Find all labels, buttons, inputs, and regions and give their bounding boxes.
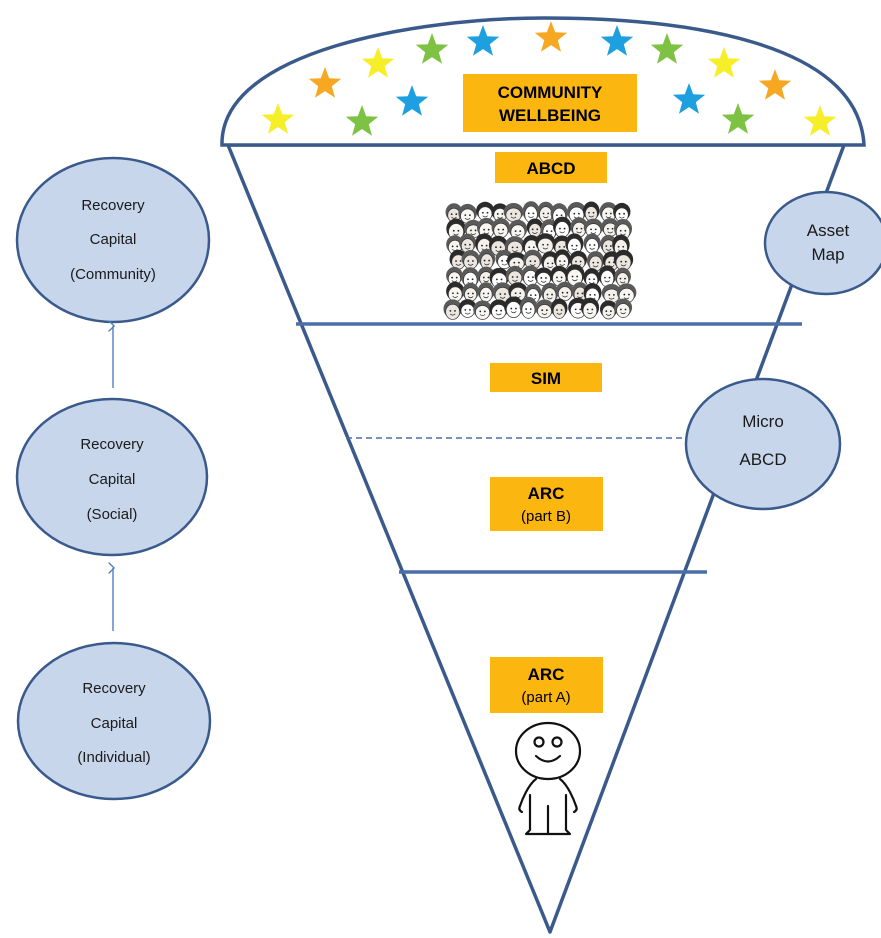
crowd-face <box>613 249 634 271</box>
crowd-face <box>443 299 462 320</box>
crowd-face <box>462 282 479 302</box>
circle-community-line1: Recovery <box>81 197 145 214</box>
crowd-face <box>519 296 538 319</box>
crowd-face <box>598 265 616 288</box>
crowd-face <box>446 266 463 286</box>
crowd-face <box>504 296 524 318</box>
crowd-face <box>599 300 618 320</box>
micro-abcd-circle: Micro ABCD <box>684 377 842 511</box>
crowd-face <box>583 218 603 238</box>
crowd-face <box>582 201 600 222</box>
recovery-capital-social-circle: Recovery Capital (Social) <box>15 397 209 557</box>
arc-b-line2: (part B) <box>521 508 571 525</box>
abcd-label: ABCD <box>495 152 607 183</box>
crowd-face <box>565 233 584 256</box>
crowd-face <box>446 235 464 255</box>
crowd-face <box>461 250 480 270</box>
crowd-face <box>491 203 509 222</box>
crowd-face <box>599 202 618 223</box>
circle-individual-line1: Recovery <box>82 680 146 697</box>
circle-individual-line2: Capital <box>91 715 138 732</box>
sim-label-text: SIM <box>531 369 561 388</box>
crowd-face <box>476 201 495 222</box>
arc-b-line1: ARC <box>528 484 565 503</box>
circle-social-line1: Recovery <box>80 436 144 453</box>
crowd-face <box>613 202 631 223</box>
crowd-face <box>551 298 568 319</box>
crowd-face <box>583 233 601 254</box>
community-wellbeing-line1: COMMUNITY <box>498 83 603 102</box>
crowd-face <box>473 300 492 320</box>
crowd-face <box>503 202 524 223</box>
crowd-face <box>505 265 525 286</box>
crowd-face <box>580 297 600 319</box>
crowd-face <box>459 233 477 254</box>
crowd-face <box>458 299 477 318</box>
crowd-face <box>534 267 553 286</box>
community-wellbeing-line2: WELLBEING <box>499 106 601 125</box>
crowd-face <box>601 283 622 304</box>
crowd-face <box>492 282 513 304</box>
crowd-face <box>505 236 525 256</box>
crowd-face <box>556 281 574 302</box>
circle-social-line2: Capital <box>89 471 136 488</box>
micro-abcd-line1: Micro <box>742 412 784 431</box>
asset-map-circle: Asset Map <box>763 190 881 296</box>
crowd-face <box>478 248 496 270</box>
crowd-face <box>489 299 509 320</box>
crowd-face <box>446 281 465 303</box>
smiling-person-icon <box>514 721 582 836</box>
crowd-face <box>522 201 540 223</box>
community-wellbeing-label: COMMUNITY WELLBEING <box>463 74 637 132</box>
arc-a-line2: (part A) <box>521 689 570 706</box>
arc-part-a-label: ARC (part A) <box>490 657 603 713</box>
crowd-face <box>521 265 540 287</box>
crowd-face <box>458 203 477 224</box>
crowd-face <box>537 201 555 223</box>
sim-label: SIM <box>490 363 602 392</box>
recovery-capital-community-circle: Recovery Capital (Community) <box>15 156 211 324</box>
asset-map-line2: Map <box>811 245 844 264</box>
crowd-face <box>535 299 554 319</box>
crowd-face <box>616 283 637 304</box>
crowd-face <box>565 264 585 287</box>
circle-community-line2: Capital <box>90 231 137 248</box>
asset-map-line1: Asset <box>807 221 850 240</box>
arc-part-b-label: ARC (part B) <box>490 477 603 531</box>
micro-abcd-line2: ABCD <box>739 450 786 469</box>
circle-individual-line3: (Individual) <box>77 749 150 766</box>
arc-a-line1: ARC <box>528 665 565 684</box>
circle-social-line3: (Social) <box>87 506 138 523</box>
crowd-face <box>553 216 572 238</box>
circle-community-line3: (Community) <box>70 266 156 283</box>
recovery-capital-individual-circle: Recovery Capital (Individual) <box>16 641 212 801</box>
crowd-of-faces-icon <box>443 201 637 320</box>
abcd-label-text: ABCD <box>526 159 575 178</box>
crowd-face <box>526 218 544 238</box>
crowd-face <box>614 298 633 318</box>
